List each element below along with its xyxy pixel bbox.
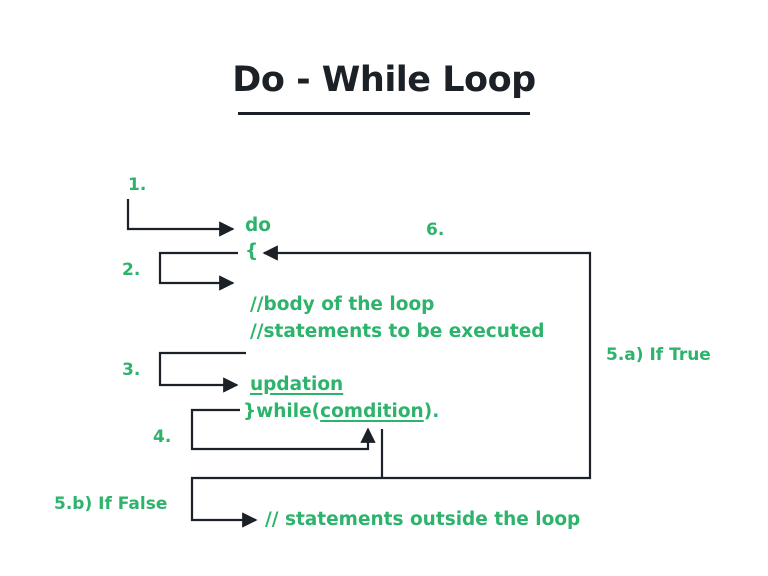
code-while-prefix: }while( <box>243 401 321 422</box>
title-underline <box>238 112 530 115</box>
arrow-step-4 <box>190 408 376 451</box>
step-4-label: 4. <box>153 427 172 447</box>
code-outside-statements: // statements outside the loop <box>265 509 581 530</box>
arrow-step-5a-loop-back <box>262 245 592 480</box>
code-condition: comdition <box>320 401 424 422</box>
step-3-label: 3. <box>122 360 141 380</box>
arrow-step-3 <box>158 351 246 393</box>
code-updation: updation <box>250 374 344 395</box>
diagram-title: Do - While Loop <box>232 60 536 100</box>
arrow-step-2 <box>158 251 238 291</box>
code-open-brace: { <box>245 241 259 262</box>
step-2-label: 2. <box>122 260 141 280</box>
code-comment-statements: //statements to be executed <box>250 321 545 342</box>
code-while-line: }while(comdition). <box>243 401 440 422</box>
code-do: do <box>245 215 271 236</box>
step-5a-label: 5.a) If True <box>606 345 711 365</box>
arrow-step-1 <box>126 199 235 237</box>
step-6-label: 6. <box>426 220 445 240</box>
code-while-suffix: ). <box>423 401 440 422</box>
arrow-step-5b-exit <box>190 476 382 528</box>
code-comment-body: //body of the loop <box>250 294 435 315</box>
step-1-label: 1. <box>128 175 147 195</box>
step-5b-label: 5.b) If False <box>54 494 168 514</box>
